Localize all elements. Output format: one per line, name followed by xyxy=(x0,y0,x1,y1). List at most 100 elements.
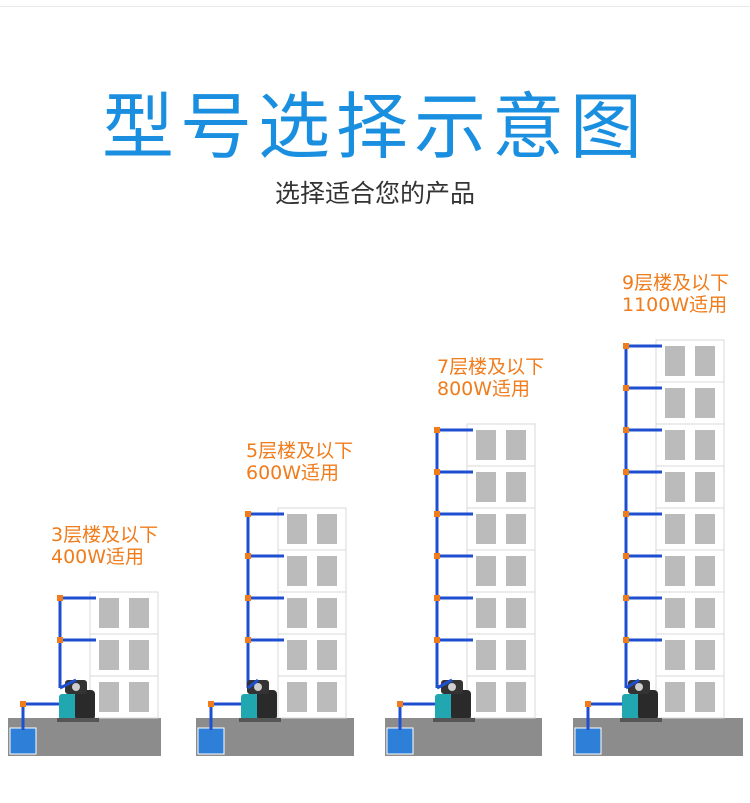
building-floor xyxy=(277,507,347,551)
building-floor xyxy=(655,423,725,467)
model-caption-4: 9层楼及以下 1100W适用 xyxy=(622,272,729,316)
pump-motor xyxy=(257,690,277,720)
building-floor xyxy=(655,507,725,551)
window xyxy=(287,640,307,670)
window xyxy=(506,472,526,502)
pipe-joint xyxy=(434,427,440,433)
building-floor xyxy=(655,339,725,383)
window xyxy=(506,556,526,586)
window xyxy=(695,640,715,670)
window xyxy=(665,598,685,628)
pipe-joint xyxy=(623,553,629,559)
window xyxy=(506,514,526,544)
pipe-joint xyxy=(397,701,403,707)
model-scene-4 xyxy=(573,339,743,756)
window xyxy=(695,556,715,586)
model-scene-3 xyxy=(385,423,542,756)
floor-range-label: 3层楼及以下 xyxy=(51,524,159,546)
page-subtitle: 选择适合您的产品 xyxy=(274,179,475,208)
pump-gauge xyxy=(635,683,643,691)
floor-range-label: 5层楼及以下 xyxy=(246,440,354,462)
window xyxy=(665,346,685,376)
building-floor xyxy=(89,591,159,635)
water-pump-icon xyxy=(433,678,475,722)
window xyxy=(99,682,119,712)
window xyxy=(695,430,715,460)
window xyxy=(665,514,685,544)
window xyxy=(476,472,496,502)
building-floor xyxy=(655,549,725,593)
page-title: 型号选择示意图 xyxy=(101,85,648,169)
pump-gauge xyxy=(254,683,262,691)
window xyxy=(695,682,715,712)
pipe-joint xyxy=(245,511,251,517)
water-tank xyxy=(9,727,37,755)
window xyxy=(287,514,307,544)
window xyxy=(317,682,337,712)
window xyxy=(317,640,337,670)
window xyxy=(695,388,715,418)
window xyxy=(287,598,307,628)
window xyxy=(506,598,526,628)
building-floor xyxy=(466,591,536,635)
power-label: 600W适用 xyxy=(246,462,340,484)
building-floor xyxy=(466,675,536,719)
building-floor xyxy=(466,423,536,467)
water-tank xyxy=(197,727,225,755)
pipe-joint xyxy=(623,427,629,433)
pipe-joint xyxy=(434,637,440,643)
building-floor xyxy=(655,675,725,719)
building-floor xyxy=(466,507,536,551)
pump-inlet xyxy=(622,694,640,720)
window xyxy=(665,472,685,502)
pipe-joint xyxy=(245,553,251,559)
window xyxy=(695,472,715,502)
model-caption-1: 3层楼及以下 400W适用 xyxy=(51,524,158,568)
building-floor xyxy=(277,591,347,635)
building-floor xyxy=(655,591,725,635)
pump-inlet xyxy=(435,694,453,720)
pump-gauge xyxy=(448,683,456,691)
pipe-joint xyxy=(623,343,629,349)
building-floor xyxy=(466,465,536,509)
window xyxy=(506,640,526,670)
window xyxy=(99,640,119,670)
pump-motor xyxy=(451,690,471,720)
water-tank xyxy=(574,727,602,755)
power-label: 400W适用 xyxy=(51,546,145,568)
building-floor xyxy=(466,549,536,593)
power-label: 1100W适用 xyxy=(622,294,728,316)
pipe-joint xyxy=(434,469,440,475)
water-pump-icon xyxy=(239,678,281,722)
window xyxy=(99,598,119,628)
pipe-joint xyxy=(245,637,251,643)
building-floor xyxy=(277,549,347,593)
window xyxy=(476,682,496,712)
window xyxy=(129,598,149,628)
window xyxy=(665,430,685,460)
building-floor xyxy=(655,465,725,509)
floor-range-label: 9层楼及以下 xyxy=(622,272,730,294)
window xyxy=(317,514,337,544)
window xyxy=(665,556,685,586)
window xyxy=(129,682,149,712)
water-pump-icon xyxy=(57,678,99,722)
building-floor xyxy=(89,633,159,677)
building-floor xyxy=(277,633,347,677)
pipe-joint xyxy=(20,701,26,707)
pipe-joint xyxy=(585,701,591,707)
window xyxy=(129,640,149,670)
window xyxy=(287,682,307,712)
pipe-joint xyxy=(57,595,63,601)
window xyxy=(695,346,715,376)
window xyxy=(476,430,496,460)
window xyxy=(506,430,526,460)
pipe-joint xyxy=(623,385,629,391)
pump-gauge xyxy=(72,683,80,691)
building-floor xyxy=(277,675,347,719)
window xyxy=(317,598,337,628)
pipe-joint xyxy=(623,469,629,475)
pump-base xyxy=(239,718,281,722)
model-scene-2 xyxy=(196,507,354,756)
